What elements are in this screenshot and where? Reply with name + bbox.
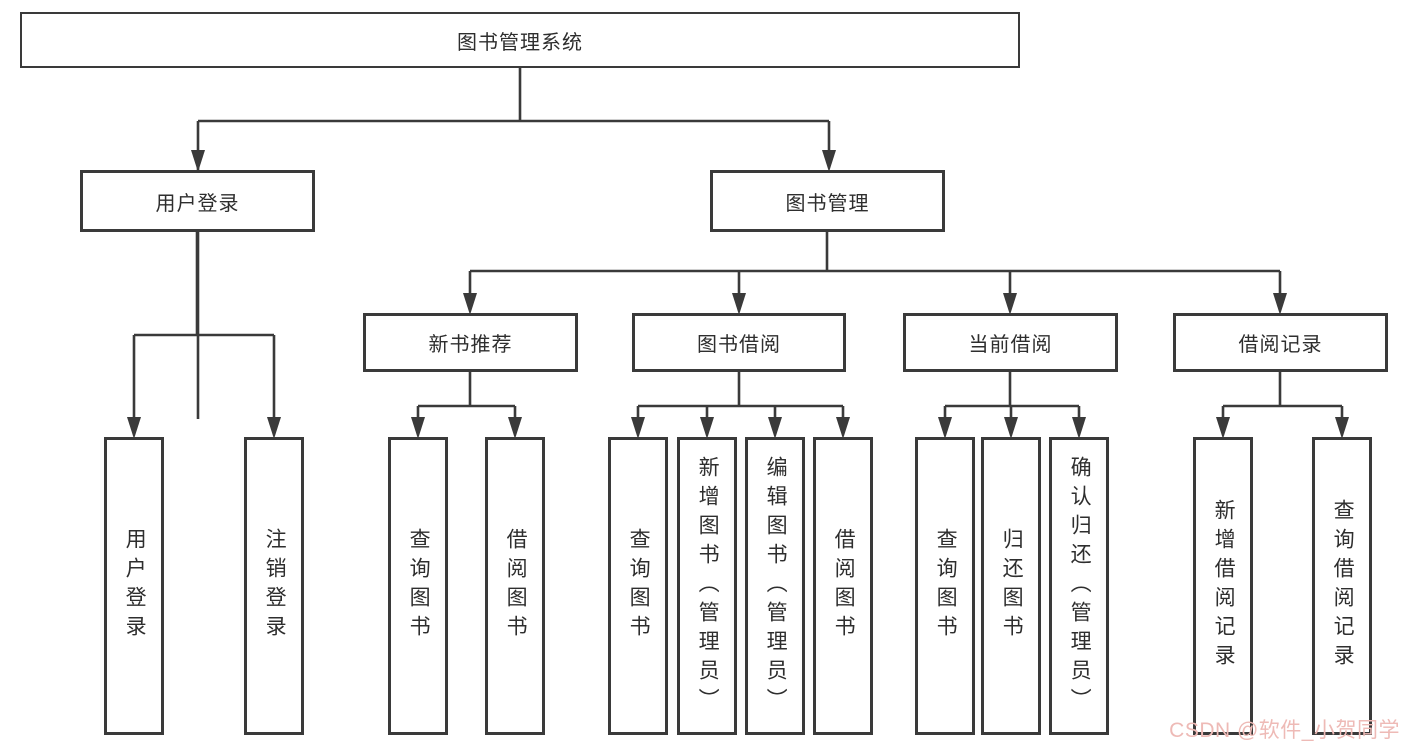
leaf-borrow-books: 借阅图书 <box>813 437 873 735</box>
leaf-query-books-recommend-label: 查询图书 <box>407 528 431 644</box>
leaf-query-books-recommend: 查询图书 <box>388 437 448 735</box>
node-root: 图书管理系统 <box>20 12 1020 68</box>
arrowheads <box>127 150 1349 439</box>
watermark: CSDN @软件_小贺同学 <box>1169 719 1400 742</box>
node-book-management: 图书管理 <box>710 170 945 232</box>
node-new-book-recommend-label: 新书推荐 <box>428 334 513 356</box>
node-root-label: 图书管理系统 <box>457 31 583 54</box>
leaf-query-books-borrowing: 查询图书 <box>608 437 668 735</box>
leaf-user-login: 用户登录 <box>104 437 164 735</box>
leaf-borrow-books-label: 借阅图书 <box>832 528 856 644</box>
leaf-query-books-current: 查询图书 <box>915 437 975 735</box>
node-book-borrowing-label: 图书借阅 <box>697 334 781 356</box>
node-new-book-recommend: 新书推荐 <box>363 313 578 372</box>
leaf-query-books-current-label: 查询图书 <box>934 528 958 644</box>
leaf-logout: 注销登录 <box>244 437 304 735</box>
leaf-return-book: 归还图书 <box>981 437 1041 735</box>
leaf-borrow-books-recommend: 借阅图书 <box>485 437 545 735</box>
node-user-login: 用户登录 <box>80 170 315 232</box>
leaf-add-borrow-record-label: 新增借阅记录 <box>1212 499 1236 673</box>
leaf-add-book-admin-label: 新增图书（管理员） <box>696 455 720 717</box>
leaf-user-login-label: 用户登录 <box>123 528 147 644</box>
connector-path <box>132 68 1344 419</box>
node-current-borrowing-label: 当前借阅 <box>968 334 1053 356</box>
node-book-borrowing: 图书借阅 <box>632 313 846 372</box>
leaf-confirm-return-admin-label: 确认归还（管理员） <box>1068 455 1092 717</box>
node-borrowing-records-label: 借阅记录 <box>1238 334 1323 356</box>
leaf-add-book-admin: 新增图书（管理员） <box>677 437 737 735</box>
leaf-query-borrow-record-label: 查询借阅记录 <box>1331 499 1355 673</box>
leaf-confirm-return-admin: 确认归还（管理员） <box>1049 437 1109 735</box>
node-borrowing-records: 借阅记录 <box>1173 313 1388 372</box>
node-book-management-label: 图书管理 <box>785 192 870 215</box>
leaf-logout-label: 注销登录 <box>263 528 287 644</box>
leaf-edit-book-admin-label: 编辑图书（管理员） <box>764 455 788 717</box>
node-user-login-label: 用户登录 <box>155 192 240 215</box>
node-current-borrowing: 当前借阅 <box>903 313 1118 372</box>
leaf-query-books-borrowing-label: 查询图书 <box>627 528 651 644</box>
leaf-return-book-label: 归还图书 <box>1000 528 1024 644</box>
leaf-add-borrow-record: 新增借阅记录 <box>1193 437 1253 735</box>
leaf-query-borrow-record: 查询借阅记录 <box>1312 437 1372 735</box>
leaf-edit-book-admin: 编辑图书（管理员） <box>745 437 805 735</box>
leaf-borrow-books-recommend-label: 借阅图书 <box>504 528 528 644</box>
